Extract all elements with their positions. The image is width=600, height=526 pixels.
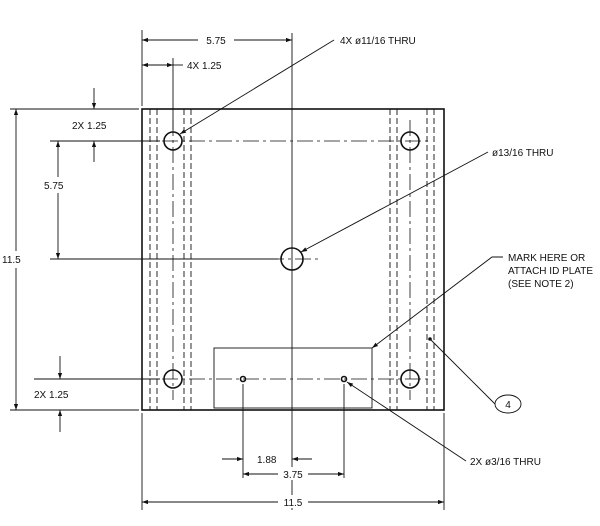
dim-left-overall-text: 11.5 [2, 255, 21, 266]
dim-text-mask [198, 32, 234, 46]
small-hole-right [340, 375, 348, 383]
left-dimensions: 11.5 5.75 2X 1.25 2X 1.25 [2, 88, 278, 432]
callout-corner-holes: 4X ø11/16 THRU [340, 36, 416, 47]
dim-left-bottom-offset-text: 2X 1.25 [34, 390, 69, 401]
holes [163, 131, 420, 389]
dim-bottom-overall-mask [278, 495, 308, 508]
plate [141, 108, 445, 411]
bottom-dimensions: 1.88 3.75 11.5 [141, 384, 445, 510]
dim-top-hole-offset-text: 4X 1.25 [187, 61, 222, 72]
corner-hole-top-right [400, 131, 420, 151]
balloon-label: 4 [505, 400, 511, 411]
callout-mark-line2: ATTACH ID PLATE [508, 266, 593, 277]
callout-center-hole: ø13/16 THRU [492, 148, 554, 159]
callout-mark-line3: (SEE NOTE 2) [508, 279, 574, 290]
callout-mark-line1: MARK HERE OR [508, 253, 585, 264]
dim-left-mid-text: 5.75 [44, 181, 64, 192]
balloon-circle [494, 394, 522, 414]
dim-top-overall-text: 5.75 [206, 36, 226, 47]
leader-balloon [429, 338, 496, 405]
top-dimensions: 5.75 4X 1.25 [141, 30, 292, 130]
leader-small-holes [346, 381, 467, 462]
leader-corner-holes [179, 39, 335, 135]
balloon-dot [428, 337, 432, 341]
leader-mark-here [371, 256, 503, 349]
dim-bottom-small-text: 1.88 [257, 455, 277, 466]
small-hole-left [239, 375, 247, 383]
callouts: 4X ø11/16 THRU ø13/16 THRU MARK HERE OR … [179, 36, 593, 468]
leader-center-hole [300, 151, 489, 253]
dim-bottom-mid-text: 3.75 [283, 470, 303, 481]
id-plate-area [213, 347, 373, 409]
corner-hole-bottom-right [400, 369, 420, 389]
dim-left-top-offset-text: 2X 1.25 [72, 121, 107, 132]
corner-hole-top-left [163, 131, 183, 151]
dim-bottom-mid-mask [278, 467, 308, 480]
dim-bottom-overall-text: 11.5 [284, 498, 303, 509]
plate-outline [141, 108, 445, 411]
center-hole [280, 247, 304, 271]
corner-hole-bottom-left [163, 369, 183, 389]
callout-small-holes: 2X ø3/16 THRU [470, 457, 541, 468]
